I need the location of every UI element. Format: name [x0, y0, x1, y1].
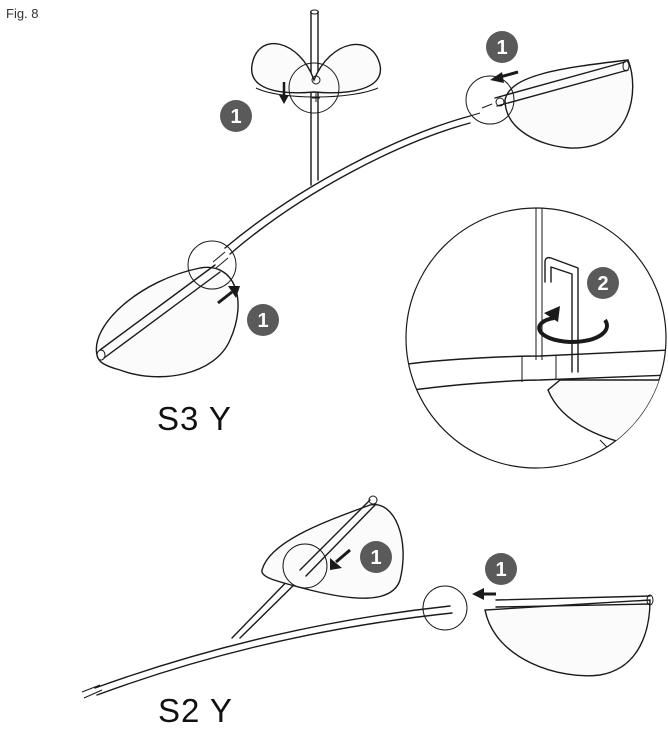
svg-text:1: 1: [230, 106, 241, 128]
detail-circle-right: [465, 75, 515, 125]
step-badge-1-top-left: 1: [220, 100, 252, 132]
arrow-left-right-joint: [499, 70, 519, 79]
svg-text:1: 1: [257, 310, 268, 332]
step-badge-2: 2: [587, 267, 619, 299]
curved-arm: [224, 115, 471, 249]
arrow-bottom-left: [335, 548, 351, 564]
step-badge-1-bottom-left: 1: [360, 541, 392, 573]
model-label-s2y: S2 Y: [158, 692, 233, 729]
step-badge-1-top-right: 1: [486, 31, 518, 63]
step-badge-1-bottom-right: 1: [485, 553, 517, 585]
s2y-assembly: 1 1: [81, 495, 654, 699]
top-shade: [251, 42, 381, 94]
svg-text:2: 2: [597, 273, 608, 295]
bottom-right-shade: [484, 599, 651, 677]
detail-zoom: 2: [405, 207, 667, 469]
detail-circle-left: [187, 240, 237, 290]
detail-circle-bottom-right: [422, 585, 468, 631]
svg-text:1: 1: [495, 559, 506, 581]
svg-text:1: 1: [496, 37, 507, 59]
figure-label: Fig. 8: [6, 6, 39, 21]
left-shade: [95, 266, 239, 378]
right-shade: [504, 59, 634, 149]
rotate-arrow: [537, 316, 609, 345]
detail-circle-bottom-left: [282, 543, 328, 589]
s3y-assembly: 1 1 1: [95, 9, 634, 378]
bottom-arm: [94, 605, 451, 689]
svg-text:1: 1: [370, 547, 381, 569]
hex-key: [544, 256, 579, 373]
detail-circle-top: [288, 62, 340, 114]
model-label-s3y: S3 Y: [157, 400, 232, 437]
step-badge-1-left: 1: [247, 304, 279, 336]
arrow-up-right: [217, 290, 233, 305]
